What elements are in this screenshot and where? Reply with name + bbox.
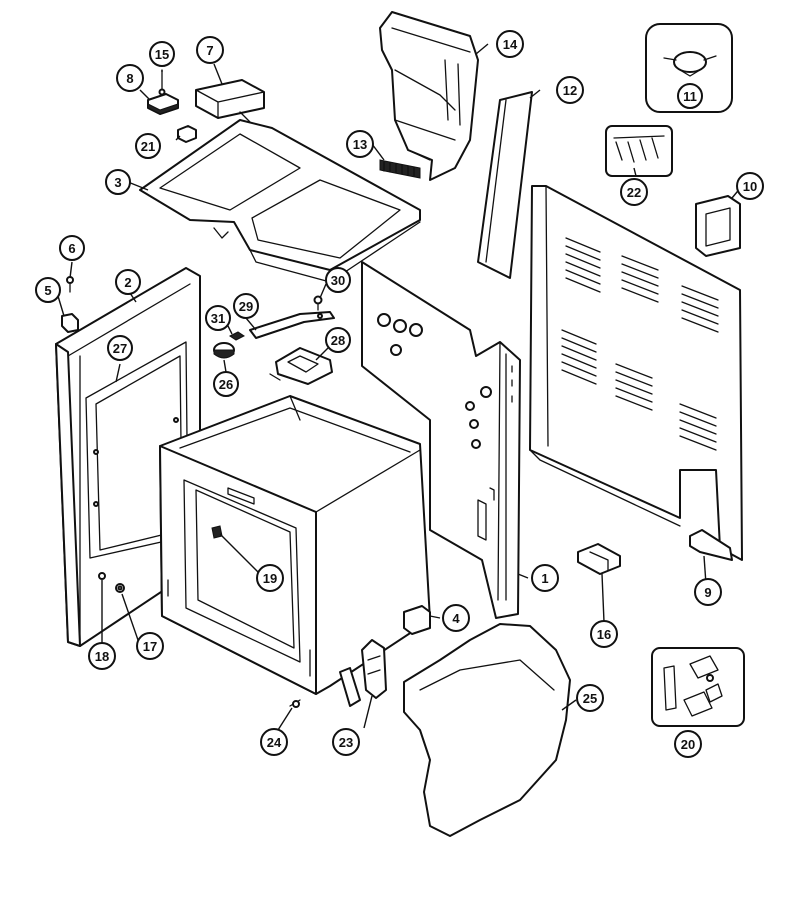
svg-text:7: 7 <box>206 43 213 58</box>
back-panel <box>529 185 743 561</box>
part-11-thermostat <box>645 23 733 113</box>
callout-4: 4 <box>442 604 470 632</box>
part-24-screw <box>289 699 301 708</box>
svg-text:1: 1 <box>541 571 548 586</box>
part-7-box <box>195 79 265 123</box>
svg-text:20: 20 <box>681 737 695 752</box>
callout-16: 16 <box>590 620 618 648</box>
oven-cavity <box>159 395 431 695</box>
part-3-top-panel <box>139 119 421 283</box>
svg-text:30: 30 <box>331 273 345 288</box>
svg-text:15: 15 <box>155 47 169 62</box>
svg-text:29: 29 <box>239 299 253 314</box>
part-23-hinge <box>339 639 387 707</box>
callout-1: 1 <box>531 564 559 592</box>
svg-text:4: 4 <box>452 611 460 626</box>
part-31-clip <box>229 331 245 341</box>
part-15-screw <box>158 69 166 96</box>
part-5-clip <box>61 313 79 333</box>
part-28-latch <box>269 347 333 385</box>
part-17-screw <box>115 583 125 593</box>
callout-19: 19 <box>256 564 284 592</box>
callout-27: 27 <box>107 335 133 361</box>
callout-15: 15 <box>149 41 175 67</box>
svg-text:16: 16 <box>597 627 611 642</box>
svg-text:2: 2 <box>124 275 131 290</box>
svg-text:31: 31 <box>211 311 225 326</box>
svg-text:21: 21 <box>141 139 155 154</box>
svg-text:25: 25 <box>583 691 597 706</box>
part-8-block <box>147 93 179 115</box>
svg-text:5: 5 <box>44 283 51 298</box>
callout-14: 14 <box>496 30 524 58</box>
svg-text:19: 19 <box>263 571 277 586</box>
callout-24: 24 <box>260 728 288 756</box>
callout-3: 3 <box>105 169 131 195</box>
svg-text:23: 23 <box>339 735 353 750</box>
part-16-bracket <box>577 543 621 575</box>
part-12-strip <box>477 91 533 279</box>
svg-text:18: 18 <box>95 649 109 664</box>
part-22-bracket <box>605 125 673 177</box>
part-6-screw <box>66 276 74 293</box>
svg-text:11: 11 <box>683 89 697 104</box>
callout-8: 8 <box>116 64 144 92</box>
part-4-bracket <box>403 605 431 635</box>
callout-20: 20 <box>674 730 702 758</box>
svg-text:3: 3 <box>114 175 121 190</box>
callout-17: 17 <box>136 632 164 660</box>
part-20-hardware-kit <box>651 647 745 727</box>
callout-18: 18 <box>88 642 116 670</box>
part-13-terminal-block <box>379 159 421 179</box>
svg-text:9: 9 <box>704 585 711 600</box>
svg-text:8: 8 <box>126 71 133 86</box>
callout-10: 10 <box>736 172 764 200</box>
svg-text:22: 22 <box>627 185 641 200</box>
svg-text:13: 13 <box>353 137 367 152</box>
callout-30: 30 <box>325 267 351 293</box>
callout-9: 9 <box>694 578 722 606</box>
svg-text:6: 6 <box>68 241 75 256</box>
svg-text:12: 12 <box>563 83 577 98</box>
part-18-screw <box>98 572 106 580</box>
callout-5: 5 <box>35 277 61 303</box>
part-26-knob <box>213 342 235 359</box>
callout-2: 2 <box>115 269 141 295</box>
part-21-block <box>177 125 197 143</box>
part-25-insulation <box>403 623 571 837</box>
callout-11: 11 <box>677 83 703 109</box>
part-9-bracket <box>689 529 733 561</box>
svg-text:24: 24 <box>267 735 282 750</box>
callout-12: 12 <box>556 76 584 104</box>
callout-28: 28 <box>325 327 351 353</box>
callout-25: 25 <box>576 684 604 712</box>
svg-text:26: 26 <box>219 377 233 392</box>
callout-23: 23 <box>332 728 360 756</box>
callout-7: 7 <box>196 36 224 64</box>
svg-text:28: 28 <box>331 333 345 348</box>
leader-lines <box>57 43 743 731</box>
svg-text:27: 27 <box>113 341 127 356</box>
svg-text:10: 10 <box>743 179 757 194</box>
part-29-bracket <box>249 311 335 339</box>
callout-31: 31 <box>205 305 231 331</box>
callout-13: 13 <box>346 130 374 158</box>
svg-text:17: 17 <box>143 639 157 654</box>
part-1-side-panel <box>361 261 521 619</box>
part-10-bracket <box>695 195 741 257</box>
part-14-duct <box>379 11 479 181</box>
callout-6: 6 <box>59 235 85 261</box>
callout-21: 21 <box>135 133 161 159</box>
svg-text:14: 14 <box>503 37 518 52</box>
part-30-screw <box>313 295 323 311</box>
callout-26: 26 <box>213 371 239 397</box>
callout-22: 22 <box>620 178 648 206</box>
callout-29: 29 <box>233 293 259 319</box>
